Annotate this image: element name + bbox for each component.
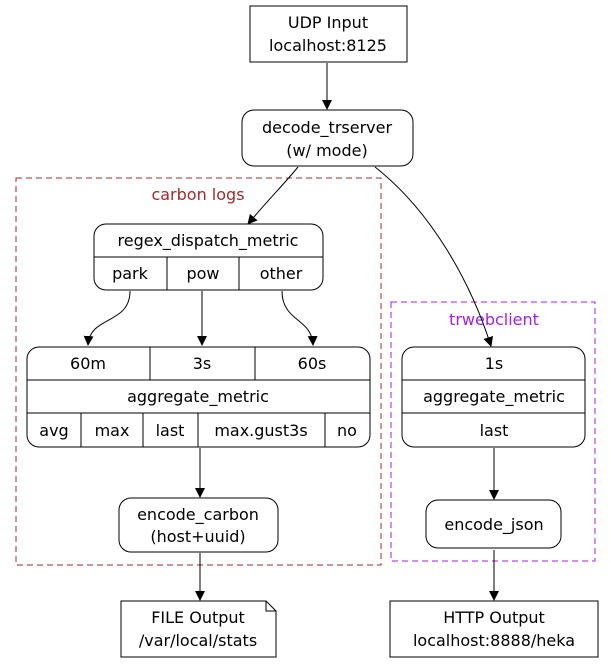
aggregate-carbon-window-60m: 60m (70, 354, 106, 373)
regex-dispatch-title: regex_dispatch_metric (118, 231, 299, 251)
aggregate-carbon-field-avg: avg (39, 421, 68, 440)
edges (83, 63, 499, 601)
aggregate-carbon-field-max-gust3s: max.gust3s (214, 421, 307, 440)
node-file-output: FILE Output /var/local/stats (120, 600, 277, 658)
cluster-trwebclient: trwebclient (390, 301, 596, 562)
node-aggregate-carbon: 60m 3s 60s aggregate_metric avg max last… (26, 346, 371, 448)
cluster-trwebclient-label: trwebclient (449, 310, 539, 329)
node-regex-dispatch: regex_dispatch_metric park pow other (93, 223, 324, 291)
regex-port-other: other (260, 264, 303, 283)
node-http-output: HTTP Output localhost:8888/heka (389, 600, 599, 658)
edge-decode-to-web-aggregate (374, 166, 494, 347)
aggregate-carbon-title: aggregate_metric (127, 387, 269, 407)
aggregate-carbon-window-3s: 3s (193, 354, 212, 373)
encode-carbon-title: encode_carbon (137, 505, 259, 525)
encode-carbon-subtitle: (host+uuid) (150, 527, 245, 546)
file-output-title: FILE Output (151, 608, 245, 627)
edge-decode-to-regex (247, 166, 299, 225)
decode-trserver-title: decode_trserver (262, 118, 393, 138)
decode-trserver-subtitle: (w/ mode) (286, 141, 367, 160)
edge-other-to-60s (281, 290, 318, 346)
cluster-carbon-logs-label: carbon logs (151, 185, 244, 204)
edge-park-to-60m (83, 290, 131, 346)
aggregate-web-window-1s: 1s (485, 354, 504, 373)
node-aggregate-web: 1s aggregate_metric last (401, 346, 586, 448)
http-output-address: localhost:8888/heka (413, 631, 575, 650)
regex-port-park: park (112, 264, 149, 283)
udp-input-address: localhost:8125 (269, 36, 387, 55)
regex-port-pow: pow (186, 264, 219, 283)
aggregate-web-title: aggregate_metric (423, 387, 565, 407)
aggregate-carbon-field-last: last (156, 421, 185, 440)
aggregate-carbon-window-60s: 60s (298, 354, 327, 373)
node-decode-trserver: decode_trserver (w/ mode) (241, 109, 414, 167)
aggregate-carbon-field-max: max (95, 421, 130, 440)
cluster-carbon-logs: carbon logs (15, 177, 382, 566)
http-output-title: HTTP Output (443, 608, 545, 627)
aggregate-web-field-last: last (480, 421, 509, 440)
udp-input-title: UDP Input (288, 13, 368, 32)
node-encode-carbon: encode_carbon (host+uuid) (118, 497, 279, 553)
node-udp-input: UDP Input localhost:8125 (249, 5, 408, 63)
node-encode-json: encode_json (425, 499, 562, 549)
aggregate-carbon-field-no: no (337, 421, 357, 440)
encode-json-title: encode_json (444, 515, 543, 535)
file-output-path: /var/local/stats (139, 631, 257, 650)
